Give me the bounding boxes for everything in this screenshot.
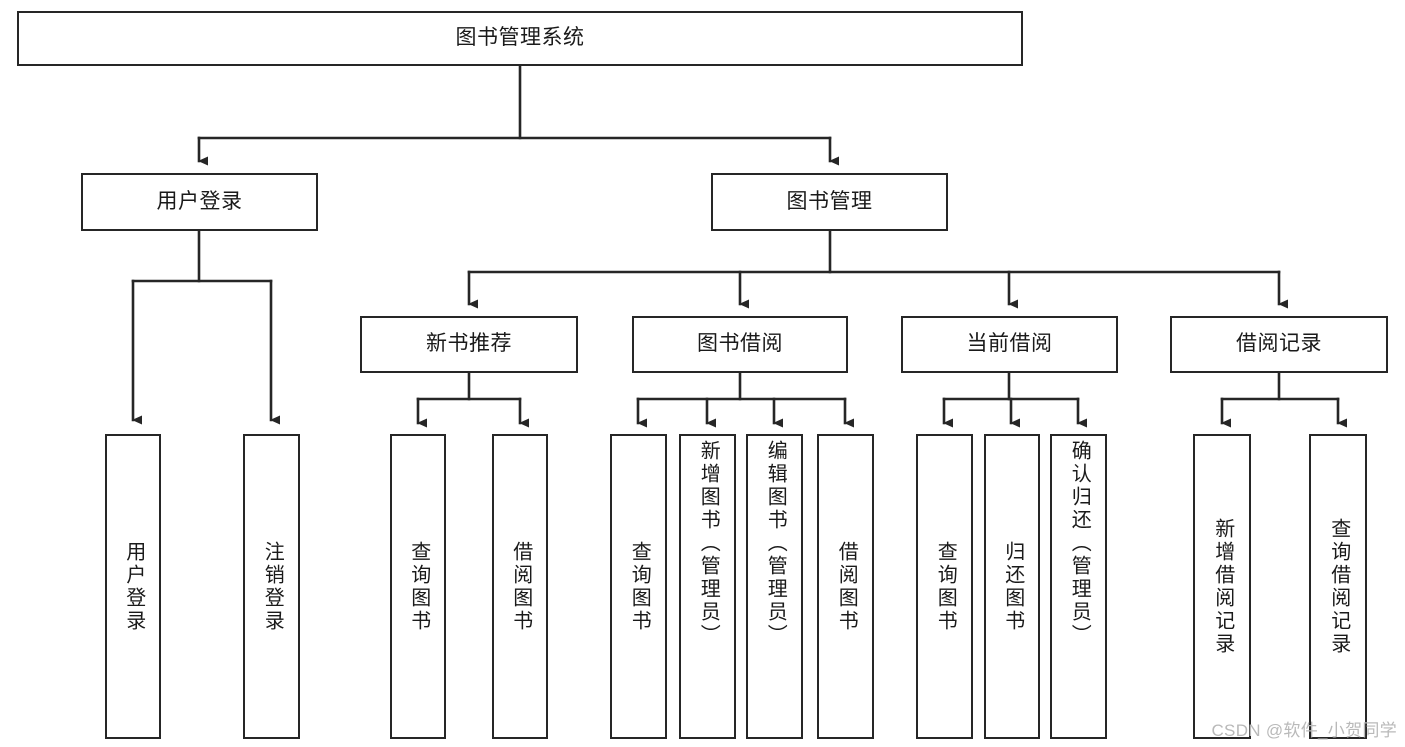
node-leaf-user-login[interactable]: 用户登录 xyxy=(105,434,161,739)
node-label-leaf-query-book-2: 查询图书 xyxy=(628,540,651,633)
node-user-login[interactable]: 用户登录 xyxy=(81,173,318,231)
node-leaf-query-record[interactable]: 查询借阅记录 xyxy=(1309,434,1367,739)
node-root-book-management-system[interactable]: 图书管理系统 xyxy=(17,11,1023,66)
node-leaf-borrow-book-1[interactable]: 借阅图书 xyxy=(492,434,548,739)
node-label-root: 图书管理系统 xyxy=(455,26,585,50)
node-label-leaf-borrow-book-2: 借阅图书 xyxy=(835,540,858,633)
node-leaf-confirm-return[interactable]: 确认归还（管理员） xyxy=(1050,434,1107,739)
node-label-user-login: 用户登录 xyxy=(156,189,243,213)
node-label-leaf-add-record: 新增借阅记录 xyxy=(1211,517,1234,656)
node-borrow-record[interactable]: 借阅记录 xyxy=(1170,316,1388,373)
node-label-leaf-query-record: 查询借阅记录 xyxy=(1327,517,1350,656)
node-current-borrow[interactable]: 当前借阅 xyxy=(901,316,1118,373)
node-label-leaf-add-book: 新增图书（管理员） xyxy=(697,440,720,647)
node-label-leaf-query-book-1: 查询图书 xyxy=(407,540,430,633)
node-leaf-borrow-book-2[interactable]: 借阅图书 xyxy=(817,434,874,739)
node-leaf-query-book-3[interactable]: 查询图书 xyxy=(916,434,973,739)
node-leaf-query-book-1[interactable]: 查询图书 xyxy=(390,434,446,739)
node-label-leaf-user-login: 用户登录 xyxy=(122,540,145,633)
node-label-book-manage: 图书管理 xyxy=(786,189,873,213)
node-leaf-query-book-2[interactable]: 查询图书 xyxy=(610,434,667,739)
node-book-manage[interactable]: 图书管理 xyxy=(711,173,948,231)
node-label-leaf-edit-book: 编辑图书（管理员） xyxy=(764,440,787,647)
node-label-leaf-user-logout: 注销登录 xyxy=(261,540,284,633)
node-label-leaf-query-book-3: 查询图书 xyxy=(934,540,957,633)
node-label-book-borrow: 图书借阅 xyxy=(697,332,783,356)
node-leaf-edit-book[interactable]: 编辑图书（管理员） xyxy=(746,434,803,739)
node-leaf-user-logout[interactable]: 注销登录 xyxy=(243,434,300,739)
node-book-borrow[interactable]: 图书借阅 xyxy=(632,316,848,373)
node-label-leaf-confirm-return: 确认归还（管理员） xyxy=(1068,440,1091,647)
node-label-leaf-borrow-book-1: 借阅图书 xyxy=(509,540,532,633)
node-label-borrow-record: 借阅记录 xyxy=(1236,332,1322,356)
node-label-current-borrow: 当前借阅 xyxy=(966,332,1053,356)
node-leaf-add-record[interactable]: 新增借阅记录 xyxy=(1193,434,1251,739)
node-leaf-return-book[interactable]: 归还图书 xyxy=(984,434,1040,739)
node-label-new-book-recommend: 新书推荐 xyxy=(426,332,512,356)
node-leaf-add-book[interactable]: 新增图书（管理员） xyxy=(679,434,736,739)
node-label-leaf-return-book: 归还图书 xyxy=(1001,540,1024,633)
node-new-book-recommend[interactable]: 新书推荐 xyxy=(360,316,578,373)
